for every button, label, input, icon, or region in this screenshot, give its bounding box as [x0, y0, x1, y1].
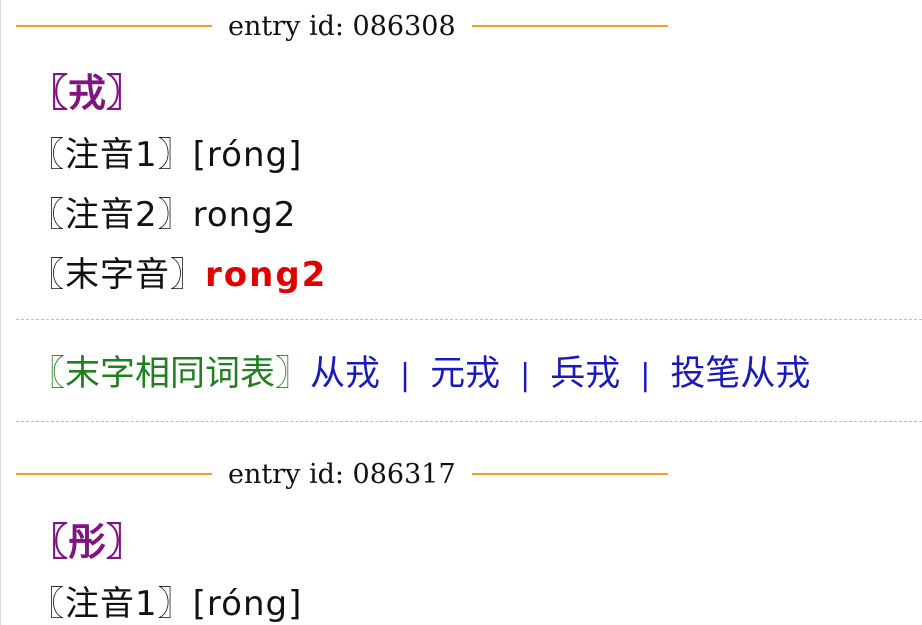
entry-id-label: entry id: 086308: [228, 10, 456, 42]
last-char-sound-value: rong2: [205, 255, 328, 295]
last-char-sound-row: 〖末字音〗rong2: [30, 247, 327, 296]
pronunciation-1-row: 〖注音1〗[róng]: [30, 576, 302, 625]
headword: 〖彤〗: [30, 519, 145, 564]
related-word-link[interactable]: 元戎: [430, 354, 501, 394]
pronunciation-1-label: 〖注音1〗: [30, 584, 193, 624]
related-words-label: 〖末字相同词表〗: [30, 354, 311, 394]
link-separator: |: [400, 358, 411, 393]
headword: 〖戎〗: [30, 70, 145, 115]
entry-id-label: entry id: 086317: [228, 458, 456, 490]
header-rule-right: [471, 25, 668, 27]
pronunciation-1-row: 〖注音1〗[róng]: [30, 127, 302, 176]
pronunciation-1-label: 〖注音1〗: [30, 135, 193, 175]
related-words-row: 〖末字相同词表〗从戎 | 元戎 | 兵戎 | 投笔从戎: [30, 345, 810, 396]
pronunciation-1-value: [róng]: [192, 584, 303, 624]
related-word-link[interactable]: 兵戎: [550, 354, 621, 394]
pronunciation-1-value: [róng]: [192, 135, 303, 175]
related-word-link[interactable]: 从戎: [310, 354, 381, 394]
pronunciation-2-row: 〖注音2〗rong2: [30, 187, 296, 236]
link-separator: |: [520, 358, 531, 393]
entry-header: entry id: 086308: [16, 6, 668, 46]
entry-header: entry id: 086317: [16, 454, 668, 494]
section-divider: [16, 319, 922, 320]
header-rule-left: [16, 473, 212, 475]
related-word-link[interactable]: 投笔从戎: [670, 354, 811, 394]
pronunciation-2-value: rong2: [192, 195, 297, 235]
page-left-border: [0, 0, 1, 625]
link-separator: |: [640, 358, 651, 393]
header-rule-left: [16, 25, 212, 27]
header-rule-right: [471, 473, 668, 475]
section-divider: [16, 421, 922, 422]
last-char-sound-label: 〖末字音〗: [30, 255, 205, 295]
pronunciation-2-label: 〖注音2〗: [30, 195, 193, 235]
